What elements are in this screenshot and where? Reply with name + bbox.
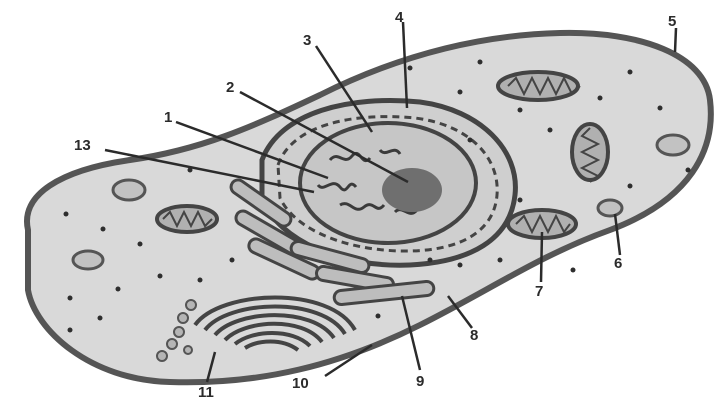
- label-3: 3: [303, 32, 311, 49]
- mitochondrion: [572, 124, 608, 182]
- mitochondrion: [157, 206, 217, 232]
- nucleus: [300, 123, 476, 243]
- label-13: 13: [74, 137, 91, 154]
- label-1: 1: [164, 109, 172, 126]
- mitochondrion: [498, 72, 580, 100]
- nucleolus: [382, 168, 442, 212]
- label-7: 7: [535, 283, 543, 300]
- label-8: 8: [470, 327, 478, 344]
- label-2: 2: [226, 79, 234, 96]
- label-4: 4: [395, 9, 404, 26]
- label-6: 6: [614, 255, 622, 272]
- label-5: 5: [668, 13, 676, 30]
- label-11: 11: [198, 384, 214, 400]
- label-9: 9: [416, 373, 424, 390]
- label-10: 10: [292, 375, 309, 392]
